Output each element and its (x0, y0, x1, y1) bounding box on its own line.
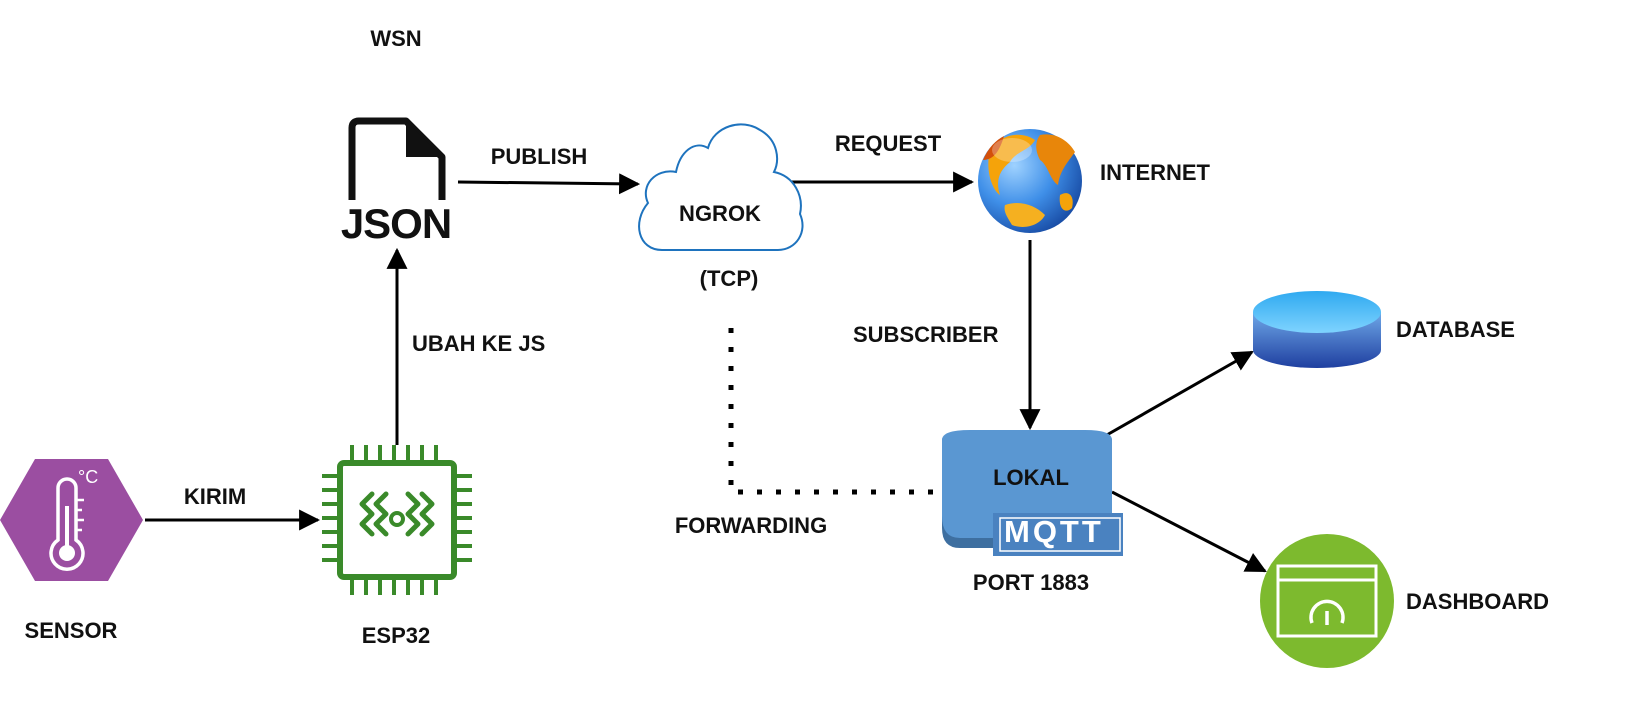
json-label: JSON (340, 200, 452, 247)
thermometer-icon (49, 477, 85, 571)
dashboard-gauge-icon (1260, 534, 1394, 668)
dashboard-label: DASHBOARD (1406, 589, 1549, 614)
ubah-ke-js-label: UBAH KE JS (412, 331, 546, 356)
mqtt-label: MQTT (1004, 514, 1104, 549)
cloud-icon (638, 123, 804, 251)
port-label: PORT 1883 (972, 570, 1090, 595)
arrow-database (1104, 350, 1254, 438)
esp32-label: ESP32 (361, 623, 431, 648)
arrow-publish (457, 173, 641, 195)
mqtt-server-icon (942, 430, 1123, 556)
chip-icon (322, 445, 472, 595)
json-file-icon (348, 117, 446, 200)
database-label: DATABASE (1396, 317, 1515, 342)
request-label: REQUEST (834, 131, 942, 156)
tcp-label: (TCP) (699, 266, 759, 291)
forwarding-dotted-line (728, 328, 940, 495)
sensor-icon (0, 459, 143, 581)
internet-label: INTERNET (1100, 160, 1210, 185)
sensor-hexagon (0, 459, 143, 581)
globe-icon (978, 129, 1082, 233)
publish-label: PUBLISH (490, 144, 588, 169)
kirim-label: KIRIM (183, 484, 247, 509)
database-icon (1253, 291, 1381, 368)
ngrok-label: NGROK (679, 201, 761, 226)
arrow-dashboard (1111, 490, 1267, 573)
sensor-label: SENSOR (24, 618, 118, 643)
celsius-label: °C (78, 467, 99, 487)
mqtt-badge (993, 513, 1123, 556)
subscriber-label: SUBSCRIBER (853, 322, 999, 347)
lokal-label: LOKAL (993, 465, 1069, 490)
forwarding-label: FORWARDING (674, 513, 828, 538)
wsn-label: WSN (370, 26, 422, 51)
thermometer-bulb (59, 545, 75, 561)
